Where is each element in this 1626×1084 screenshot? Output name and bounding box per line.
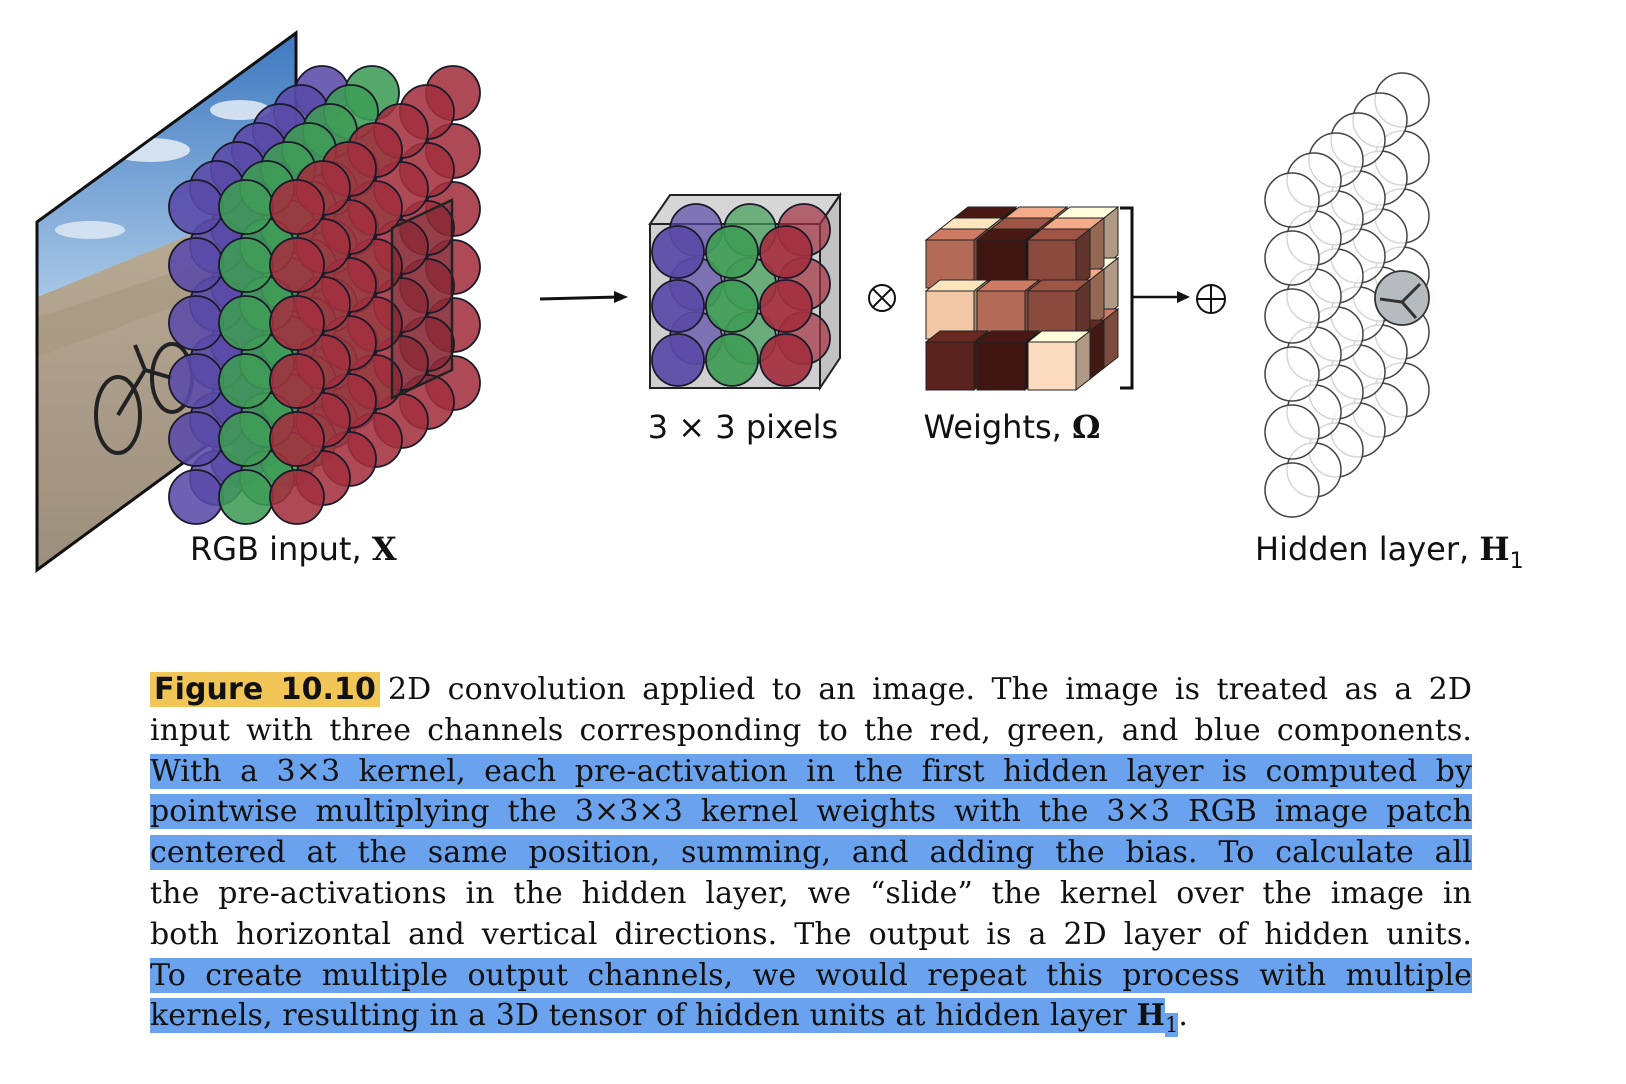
- input-pixel-sphere: [168, 353, 224, 409]
- input-pixel-sphere: [269, 179, 325, 235]
- input-pixel-sphere: [269, 237, 325, 293]
- highlighted-text: kernels, resulting in a 3D tensor of hid…: [150, 998, 1137, 1034]
- caption-text: 2D convolution applied to an image. The …: [388, 672, 1473, 707]
- patch-pixel-sphere: [651, 225, 705, 279]
- multiply-symbol: [868, 284, 896, 312]
- weights-label: Weights, Ω: [924, 408, 1101, 446]
- patch-pixel-sphere: [705, 279, 759, 333]
- patch-pixel-sphere: [759, 225, 813, 279]
- rgb-input-label: RGB input, X: [190, 530, 397, 568]
- input-pixel-sphere: [269, 411, 325, 467]
- highlighted-text: With a 3×3 kernel, each pre-activation i…: [150, 753, 1472, 789]
- caption-text: the pre-activations in the hidden layer,…: [150, 875, 1472, 911]
- patch-pixel-sphere: [705, 333, 759, 387]
- rgb-input-spheres: [168, 65, 481, 525]
- input-pixel-sphere: [218, 179, 274, 235]
- patch-pixel-sphere: [651, 279, 705, 333]
- caption-line: both horizontal and vertical directions.…: [150, 915, 1472, 956]
- weight-cell: [1026, 329, 1092, 392]
- hidden-layer-label: Hidden layer, H1: [1255, 530, 1524, 574]
- input-pixel-sphere: [218, 237, 274, 293]
- caption-text: input with three channels corresponding …: [150, 712, 1472, 748]
- active-hidden-unit: [1374, 270, 1430, 326]
- patch-pixel-sphere: [651, 333, 705, 387]
- figure-number: Figure 10.10: [150, 672, 380, 707]
- hidden-layer-units: [1264, 72, 1430, 518]
- patch-pixel-sphere: [705, 225, 759, 279]
- pixels-label: 3 × 3 pixels: [648, 408, 838, 446]
- weights-kernel-cube: [924, 205, 1120, 392]
- highlighted-text: To calculate all: [1197, 835, 1472, 871]
- hidden-unit: [1264, 288, 1320, 344]
- caption-line: centered at the same position, summing, …: [150, 833, 1472, 874]
- caption-line: With a 3×3 kernel, each pre-activation i…: [150, 752, 1472, 793]
- hidden-unit: [1264, 230, 1320, 286]
- convolution-figure: 3 × 3 pixels Weights, Ω RGB input, X Hid…: [35, 30, 1524, 574]
- caption-line: input with three channels corresponding …: [150, 711, 1472, 752]
- input-pixel-sphere: [218, 469, 274, 525]
- input-pixel-sphere: [168, 469, 224, 525]
- input-pixel-sphere: [269, 353, 325, 409]
- input-pixel-sphere: [269, 295, 325, 351]
- arrow-to-add: [1132, 291, 1190, 303]
- caption-line: the pre-activations in the hidden layer,…: [150, 874, 1472, 915]
- bias-bracket: [1120, 206, 1134, 390]
- input-pixel-sphere: [168, 411, 224, 467]
- input-pixel-sphere: [168, 179, 224, 235]
- caption-line: kernels, resulting in a 3D tensor of hid…: [150, 996, 1472, 1038]
- receptive-field-box: [390, 198, 454, 400]
- input-pixel-sphere: [218, 411, 274, 467]
- patch-pixel-sphere: [759, 279, 813, 333]
- caption-text: .: [1178, 998, 1189, 1034]
- hidden-unit: [1264, 462, 1320, 518]
- input-pixel-sphere: [168, 237, 224, 293]
- input-pixel-sphere: [218, 353, 274, 409]
- highlighted-text: centered at the same position, summing, …: [150, 835, 1198, 871]
- highlighted-text: H: [1136, 998, 1165, 1034]
- hidden-unit: [1264, 404, 1320, 460]
- highlighted-text: 1: [1164, 1013, 1179, 1038]
- patch-pixel-sphere: [759, 333, 813, 387]
- input-pixel-sphere: [168, 295, 224, 351]
- input-pixel-sphere: [218, 295, 274, 351]
- input-pixel-sphere: [269, 469, 325, 525]
- highlighted-text: pointwise multiplying the 3×3×3 kernel w…: [150, 794, 1472, 830]
- caption-text: both horizontal and vertical directions.…: [150, 916, 1472, 952]
- caption-line: To create multiple output channels, we w…: [150, 956, 1472, 997]
- arrow-to-patch: [539, 291, 628, 303]
- hidden-unit: [1264, 346, 1320, 402]
- pixel-patch: [648, 191, 842, 392]
- hidden-unit: [1264, 172, 1320, 228]
- add-symbol: [1196, 284, 1226, 314]
- weight-cell: [1026, 278, 1092, 341]
- caption-line: pointwise multiplying the 3×3×3 kernel w…: [150, 792, 1472, 833]
- weight-cell: [1026, 227, 1092, 290]
- highlighted-text: To create multiple output channels, we w…: [150, 957, 1472, 993]
